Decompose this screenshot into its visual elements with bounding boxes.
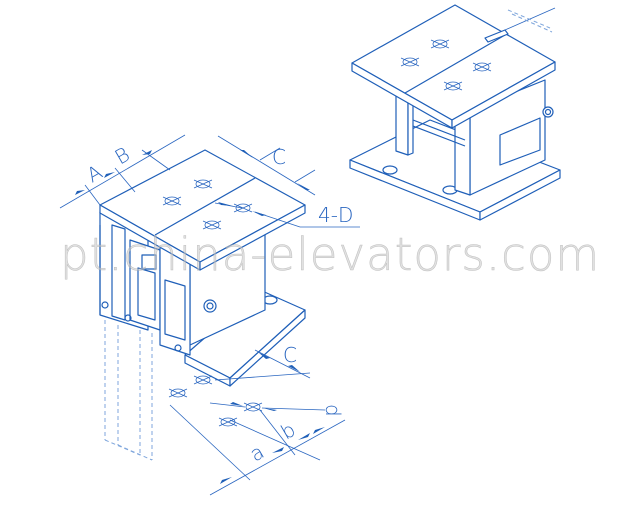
dim-label-d: d	[321, 404, 345, 417]
right-assembly-drawing	[349, 4, 561, 221]
dim-label-a-lower: a	[246, 439, 269, 466]
dim-label-c-top: C	[272, 145, 286, 169]
dim-label-b-lower: b	[277, 417, 300, 444]
dim-label-c-bottom: C	[283, 343, 297, 367]
left-assembly-drawing	[99, 149, 306, 461]
dimension-lines	[59, 134, 360, 496]
dim-label-4d: 4-D	[318, 203, 353, 227]
dim-label-b-upper: B	[111, 142, 134, 169]
